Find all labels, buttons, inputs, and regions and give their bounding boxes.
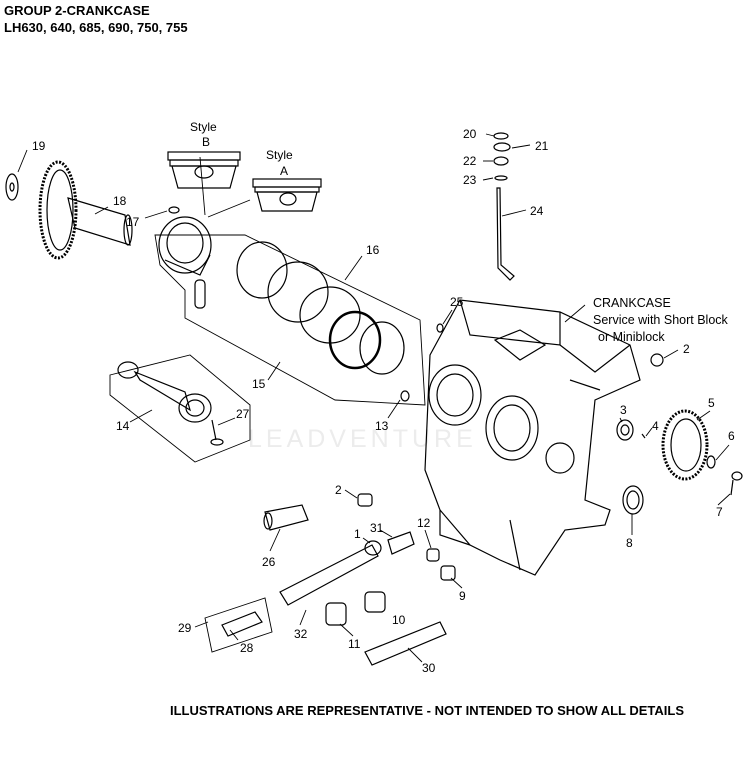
callout-9[interactable]: 9: [459, 589, 466, 603]
callout-23[interactable]: 23: [463, 173, 477, 187]
part-3-seal[interactable]: [616, 419, 634, 441]
callout-16[interactable]: 16: [366, 243, 380, 257]
footer-disclaimer: ILLUSTRATIONS ARE REPRESENTATIVE - NOT I…: [170, 703, 684, 718]
callout-18[interactable]: 18: [113, 194, 127, 208]
part-5-gear[interactable]: [661, 409, 709, 481]
part-32-tube[interactable]: [279, 544, 379, 606]
part-27-bolt[interactable]: [210, 419, 224, 446]
part-14-connecting-rod[interactable]: [117, 361, 212, 423]
part-23-ring[interactable]: [494, 175, 508, 181]
part-18-camshaft[interactable]: [38, 160, 133, 260]
part-2-bushing-lower[interactable]: [357, 493, 373, 507]
part-9-bushing[interactable]: [440, 565, 456, 581]
part-30-shaft[interactable]: [364, 621, 447, 666]
callout-labels: 19 18 17 16 15 14 27 13 25 2 3 4 5 6 7 8…: [32, 127, 735, 675]
part-11-sleeve[interactable]: [325, 602, 347, 626]
conrod-outline: [109, 354, 251, 463]
style-b-letter: B: [202, 135, 210, 149]
piston-style-b[interactable]: [167, 151, 241, 189]
part-31-fitting[interactable]: [387, 531, 415, 555]
part-16-piston-rings[interactable]: [236, 241, 405, 375]
callout-19[interactable]: 19: [32, 139, 46, 153]
part-24-dipstick[interactable]: [496, 187, 515, 281]
callout-20[interactable]: 20: [463, 127, 477, 141]
callout-6[interactable]: 6: [728, 429, 735, 443]
callout-13[interactable]: 13: [375, 419, 389, 433]
callout-1[interactable]: 1: [354, 527, 361, 541]
callout-12[interactable]: 12: [417, 516, 431, 530]
part-25-plug[interactable]: [436, 323, 444, 333]
callout-21[interactable]: 21: [535, 139, 549, 153]
part-28-fitting[interactable]: [221, 611, 263, 637]
crankcase-note-line2: or Miniblock: [598, 330, 665, 344]
part-7-bolt[interactable]: [730, 471, 743, 496]
part-8-seal[interactable]: [622, 485, 644, 515]
part-29-outline: [204, 597, 273, 653]
callout-4[interactable]: 4: [652, 419, 659, 433]
crankcase-note-line1: Service with Short Block: [593, 313, 729, 327]
callout-2-lower[interactable]: 2: [335, 483, 342, 497]
piston-style-a[interactable]: [252, 178, 322, 212]
watermark: LEADVENTURE: [248, 425, 477, 453]
part-10-sleeve[interactable]: [364, 591, 386, 613]
part-13-dowel[interactable]: [400, 390, 410, 402]
part-20-washer[interactable]: [493, 132, 509, 140]
callout-7[interactable]: 7: [716, 505, 723, 519]
callout-14[interactable]: 14: [116, 419, 130, 433]
part-21-washer[interactable]: [493, 142, 511, 152]
callout-30[interactable]: 30: [422, 661, 436, 675]
callout-28[interactable]: 28: [240, 641, 254, 655]
style-a-letter: A: [280, 164, 288, 178]
part-6-washer[interactable]: [706, 455, 716, 469]
part-12-bushing[interactable]: [426, 548, 440, 562]
part-22-washer[interactable]: [493, 156, 509, 166]
crankcase-block[interactable]: [424, 299, 641, 576]
page-title: GROUP 2-CRANKCASE: [4, 3, 150, 18]
part-4-key[interactable]: [641, 433, 646, 439]
part-15-piston[interactable]: [158, 216, 212, 309]
callout-10[interactable]: 10: [392, 613, 406, 627]
callout-17[interactable]: 17: [126, 215, 140, 229]
callout-32[interactable]: 32: [294, 627, 308, 641]
part-17-clip[interactable]: [168, 206, 180, 214]
callout-15[interactable]: 15: [252, 377, 266, 391]
callout-11[interactable]: 11: [348, 637, 361, 651]
piston-group-outline: [154, 234, 426, 406]
callout-27[interactable]: 27: [236, 407, 250, 421]
callout-8[interactable]: 8: [626, 536, 633, 550]
model-list: LH630, 640, 685, 690, 750, 755: [4, 20, 188, 35]
crankcase-note-title: CRANKCASE: [593, 296, 671, 310]
callout-31[interactable]: 31: [370, 521, 384, 535]
style-word-b: Style: [190, 120, 217, 134]
callout-26[interactable]: 26: [262, 555, 276, 569]
callout-2-upper[interactable]: 2: [683, 342, 690, 356]
callout-29[interactable]: 29: [178, 621, 192, 635]
callout-5[interactable]: 5: [708, 396, 715, 410]
callout-25[interactable]: 25: [450, 295, 464, 309]
callout-24[interactable]: 24: [530, 204, 544, 218]
part-19-washer[interactable]: [5, 173, 19, 201]
part-2-bushing[interactable]: [650, 353, 664, 367]
callout-22[interactable]: 22: [463, 154, 477, 168]
part-26-fitting[interactable]: [263, 504, 309, 531]
callout-3[interactable]: 3: [620, 403, 627, 417]
style-word-a: Style: [266, 148, 293, 162]
